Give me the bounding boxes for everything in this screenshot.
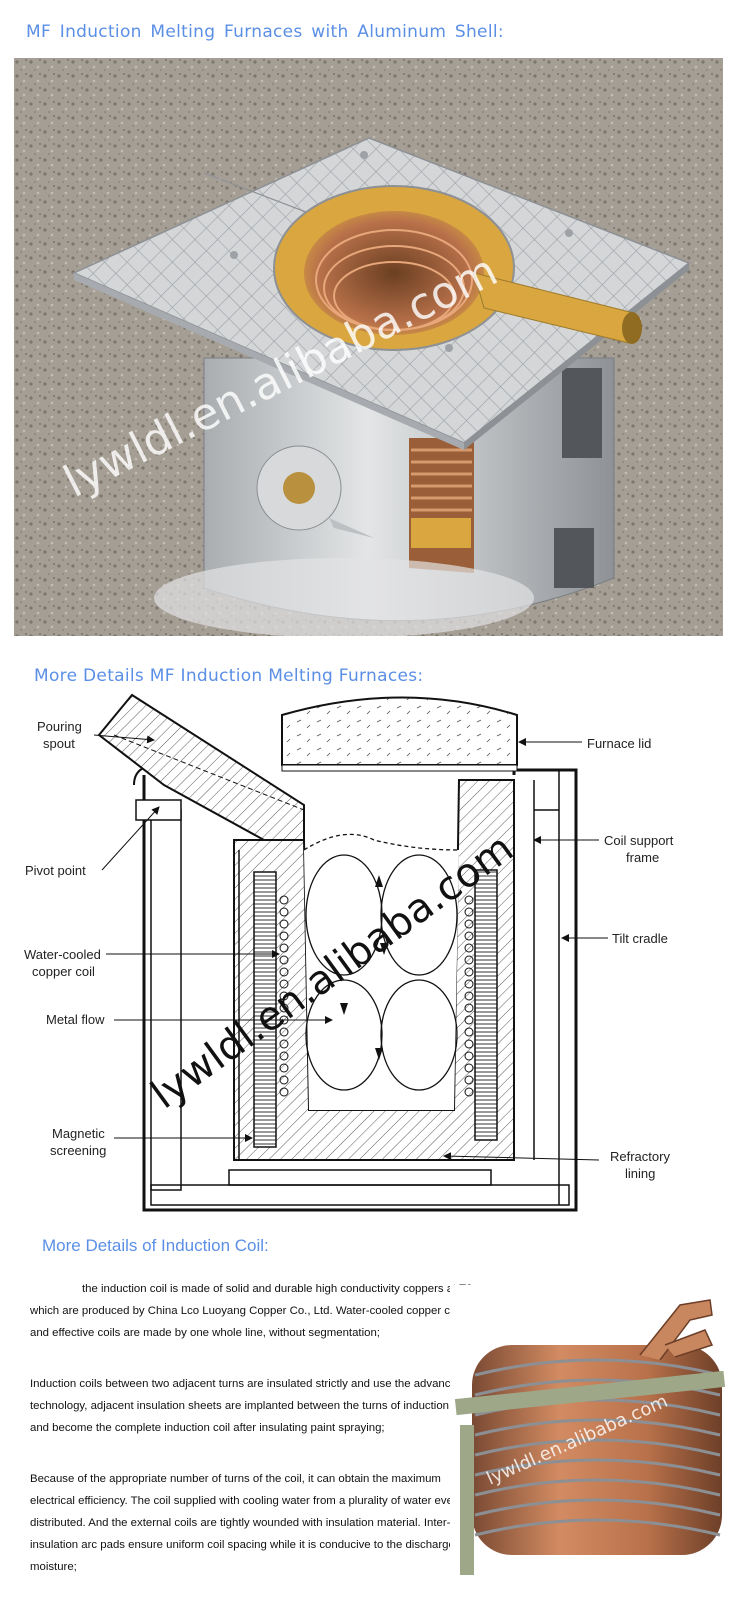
label-pouring-spout-1: Pouring xyxy=(37,719,82,734)
label-tilt-cradle: Tilt cradle xyxy=(612,931,668,946)
furnace-photo: lywldl.en.alibaba.com xyxy=(14,58,723,636)
induction-coil-photo: lywldl.en.alibaba.com xyxy=(450,1285,740,1585)
label-magnetic-2: screening xyxy=(50,1143,106,1158)
section-heading-coil-details: More Details of Induction Coil: xyxy=(42,1236,269,1255)
label-magnetic-1: Magnetic xyxy=(52,1126,105,1141)
section-heading-furnace-details: More Details MF Induction Melting Furnac… xyxy=(34,666,424,686)
coil-description: the induction coil is made of solid and … xyxy=(30,1278,480,1607)
label-coil-support-2: frame xyxy=(626,850,659,865)
section-heading-aluminum-shell: MF Induction Melting Furnaces with Alumi… xyxy=(26,22,504,42)
label-furnace-lid: Furnace lid xyxy=(587,736,651,751)
coil-paragraph: the induction coil is made of solid and … xyxy=(30,1283,476,1339)
label-refractory-2: lining xyxy=(625,1166,655,1181)
label-water-cooled-1: Water-cooled xyxy=(24,947,101,962)
label-refractory-1: Refractory xyxy=(610,1149,670,1164)
label-metal-flow: Metal flow xyxy=(46,1012,105,1027)
coil-paragraph: Because of the appropriate number of tur… xyxy=(30,1473,471,1573)
furnace-cross-section-diagram: Pouring spout Furnace lid Pivot point Co… xyxy=(14,690,736,1220)
label-coil-support-1: Coil support xyxy=(604,833,674,848)
coil-paragraph: Induction coils between two adjacent tur… xyxy=(30,1378,470,1434)
label-pivot-point: Pivot point xyxy=(25,863,86,878)
label-pouring-spout-2: spout xyxy=(43,736,75,751)
label-water-cooled-2: copper coil xyxy=(32,964,95,979)
